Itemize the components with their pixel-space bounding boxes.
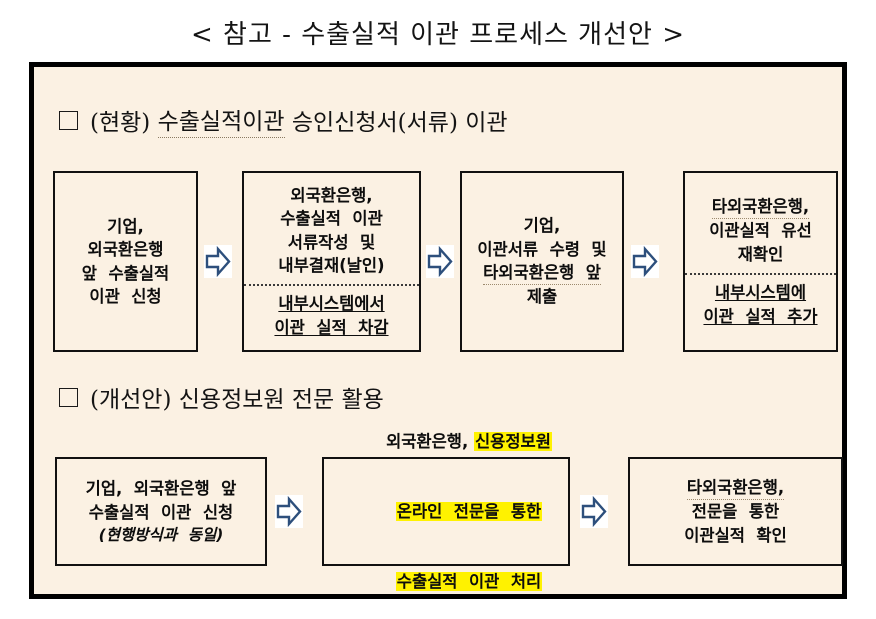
box-5-line-3: (현행방식과 동일): [98, 525, 224, 544]
box-7-line-2: 전문을 통한: [691, 502, 780, 522]
box-7-content: 타외국환은행, 전문을 통한 이관실적 확인: [630, 474, 841, 549]
box-1-content: 기업, 외국환은행 앞 수출실적 이관 신청: [55, 213, 196, 311]
box-3-line-3: 타외국환은행 앞: [483, 261, 601, 286]
box-4-lower: 내부시스템에 이관 실적 추가: [685, 273, 836, 330]
box-7-line-1: 타외국환은행,: [686, 476, 785, 501]
box-2-line-5: 내부시스템에서: [278, 294, 385, 314]
flow-box-company-submit: 기업, 이관서류 수령 및 타외국환은행 앞 제출: [460, 171, 624, 352]
bullet-square-icon: [59, 110, 78, 130]
box-2-line-1: 외국환은행,: [290, 185, 373, 205]
flow-box-company-request-new: 기업, 외국환은행 앞 수출실적 이관 신청 (현행방식과 동일): [55, 457, 267, 566]
box-4-line-2: 이관실적 유선: [709, 221, 812, 241]
section-2-label: (개선안): [90, 387, 172, 413]
box-2-upper: 외국환은행, 수출실적 이관 서류작성 및 내부결재(날인): [244, 182, 419, 280]
box-7-line-3: 이관실적 확인: [684, 525, 787, 545]
box-2-line-3: 서류작성 및: [287, 232, 376, 252]
box-1-line-2: 외국환은행: [87, 240, 164, 260]
box-6-line-2-highlight: 온라인 전문을 통한: [395, 501, 543, 521]
flow-box-company-request: 기업, 외국환은행 앞 수출실적 이관 신청: [53, 171, 198, 352]
box-1-line-1: 기업,: [107, 216, 144, 236]
box-6-line-3: 수출실적 이관 처리: [350, 547, 543, 617]
box-6-line-1-highlight: 신용정보원: [473, 431, 552, 451]
flow-arrow-right-icon: [426, 245, 454, 278]
box-4-upper: 타외국환은행, 이관실적 유선 재확인: [685, 193, 836, 268]
box-5-line-1: 기업, 외국환은행 앞: [85, 479, 237, 499]
box-3-line-1: 기업,: [523, 216, 561, 236]
flow-arrow-right-icon: [275, 495, 303, 528]
box-5-line-2: 수출실적 이관 신청: [88, 502, 234, 522]
section-2-heading: (개선안) 신용정보원 전문 활용: [59, 380, 384, 414]
section-1-heading: (현황) 수출실적이관 승인신청서(서류) 이관: [59, 102, 508, 138]
box-2-line-2: 수출실적 이관: [280, 209, 383, 229]
box-3-line-4: 제출: [526, 287, 558, 307]
section-2-title-rest: 신용정보원 전문 활용: [171, 387, 384, 413]
box-6-line-3-highlight: 수출실적 이관 처리: [395, 572, 543, 592]
flow-box-kcis-online-processing: 외국환은행, 신용정보원 온라인 전문을 통한 수출실적 이관 처리: [322, 431, 570, 592]
section-1-title-rest: 승인신청서(서류) 이관: [284, 110, 508, 136]
box-6-content: 외국환은행, 신용정보원 온라인 전문을 통한 수출실적 이관 처리: [324, 404, 568, 619]
box-1-line-4: 이관 신청: [89, 286, 162, 306]
flow-box-other-bank-confirm: 타외국환은행, 이관실적 유선 재확인 내부시스템에 이관 실적 추가: [683, 171, 838, 352]
box-2-line-4: 내부결재(날인): [278, 256, 385, 275]
box-4-line-4: 내부시스템에: [714, 283, 807, 303]
flow-arrow-right-icon: [580, 495, 608, 528]
box-2-lower: 내부시스템에서 이관 실적 차감: [244, 284, 419, 341]
box-6-line-2: 온라인 전문을 통한: [350, 476, 543, 546]
bullet-square-icon: [59, 387, 78, 407]
section-1-title-underlined: 수출실적이관: [157, 102, 285, 138]
flow-arrow-right-icon: [631, 245, 659, 278]
box-3-line-2: 이관서류 수령 및: [477, 239, 607, 259]
box-6-line-1: 외국환은행, 신용정보원: [340, 406, 552, 476]
box-2-line-6: 이관 실적 차감: [274, 317, 389, 337]
box-1-line-3: 앞 수출실적: [81, 263, 170, 283]
box-5-content: 기업, 외국환은행 앞 수출실적 이관 신청 (현행방식과 동일): [57, 475, 265, 548]
box-4-line-5: 이관 실적 추가: [703, 306, 818, 326]
box-4-line-1: 타외국환은행,: [711, 195, 810, 220]
flow-box-bank-document-prep: 외국환은행, 수출실적 이관 서류작성 및 내부결재(날인) 내부시스템에서 이…: [242, 171, 421, 352]
box-6-line-1-plain: 외국환은행,: [386, 431, 474, 451]
box-4-line-3: 재확인: [737, 244, 784, 264]
flow-arrow-right-icon: [204, 245, 232, 278]
diagram-frame: (현황) 수출실적이관 승인신청서(서류) 이관 기업, 외국환은행 앞 수출실…: [29, 62, 847, 599]
box-3-content: 기업, 이관서류 수령 및 타외국환은행 앞 제출: [462, 212, 622, 311]
page-title: < 참고 - 수출실적 이관 프로세스 개선안 >: [190, 20, 685, 50]
flow-box-other-bank-verify-new: 타외국환은행, 전문을 통한 이관실적 확인: [628, 457, 843, 566]
section-1-label: (현황): [90, 110, 151, 136]
